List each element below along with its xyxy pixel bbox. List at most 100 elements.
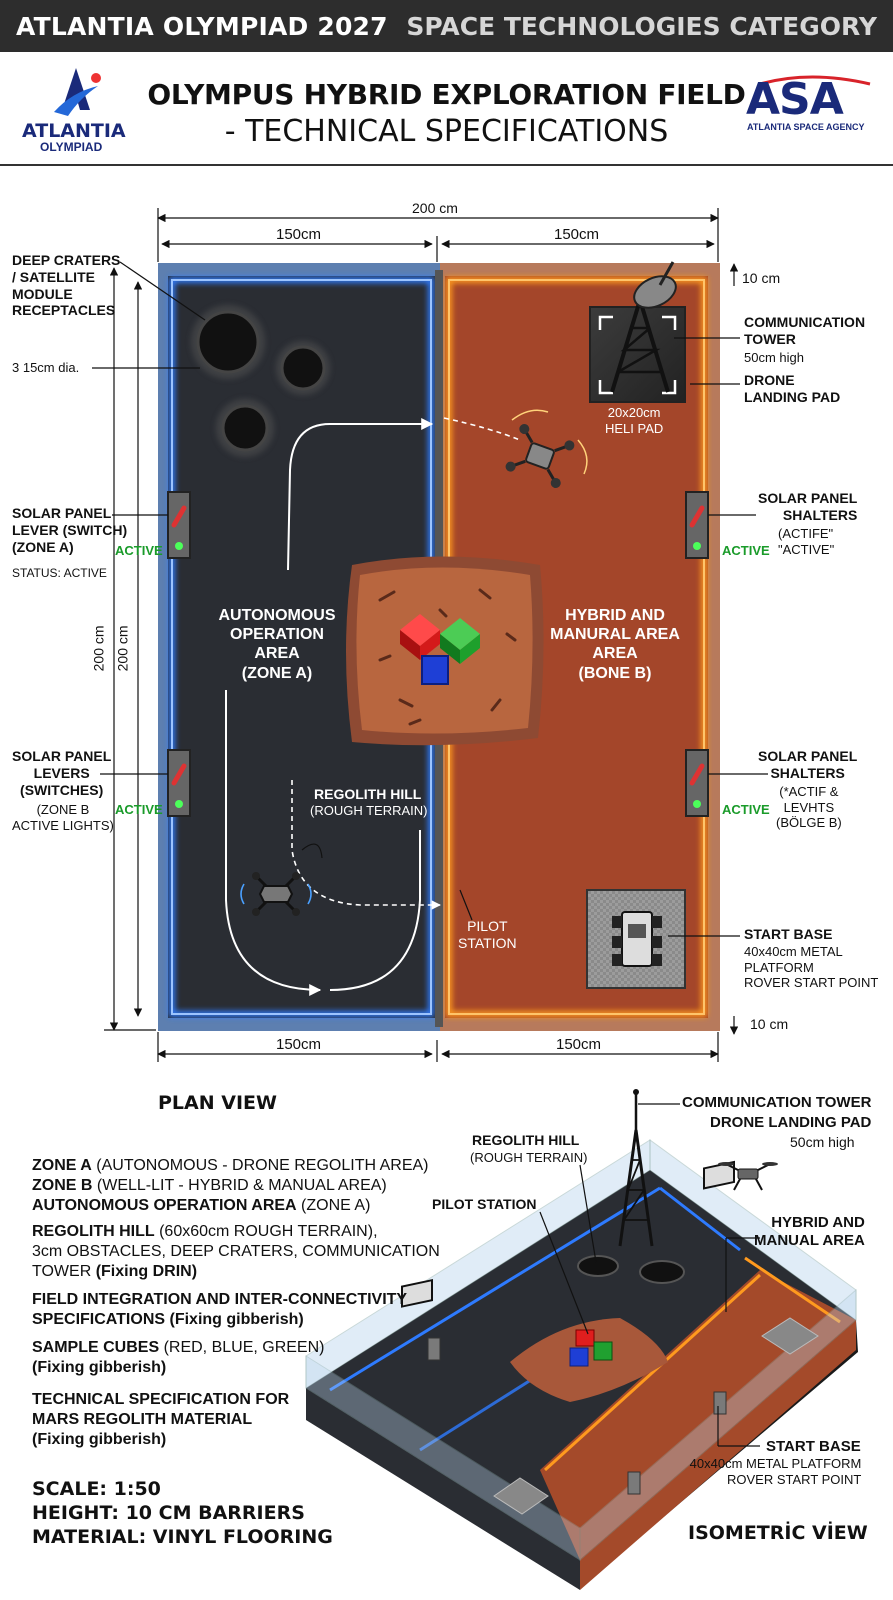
dim-total-width: 200 cm <box>412 200 458 216</box>
craters-diameter: 3 15cm dia. <box>12 360 80 375</box>
iso-regolith-sub: (ROUGH TERRAIN) <box>470 1150 588 1165</box>
atlantia-logo-name: ATLANTIA <box>22 120 126 142</box>
iso-comm-tower-label: COMMUNICATION TOWER <box>682 1094 872 1111</box>
solar-shalters-sub: (ACTIFE""ACTIVE" <box>778 526 835 557</box>
category-title: SPACE TECHNOLOGIES CATEGORY <box>406 12 877 41</box>
plan-view-label: PLAN VIEW <box>158 1092 277 1114</box>
height-label: HEIGHT: 10 CM BARRIERS <box>32 1502 305 1524</box>
drone-zone-b <box>505 423 575 489</box>
note-obstacles: 3cm OBSTACLES, DEEP CRATERS, COMMUNICATI… <box>32 1243 440 1260</box>
regolith-label: REGOLITH HILL <box>314 786 422 802</box>
asa-logo-sub: ATLANTIA SPACE AGENCY <box>747 122 865 132</box>
atlantia-logo <box>54 68 101 116</box>
regolith-sub: (ROUGH TERRAIN) <box>310 803 428 818</box>
header-panel <box>0 52 893 166</box>
heli-pad <box>589 306 686 403</box>
note-cubes: SAMPLE CUBES (RED, BLUE, GREEN) <box>32 1339 325 1356</box>
pilot-path <box>291 780 441 910</box>
note-autonomous: AUTONOMOUS OPERATION AREA (ZONE A) <box>32 1197 371 1214</box>
dim-half-right: 150cm <box>554 226 600 243</box>
crater-medium <box>276 341 330 395</box>
solar-lever-b-top <box>685 491 709 559</box>
note-regolith: REGOLITH HILL (60x60cm ROUGH TERRAIN), <box>32 1223 378 1240</box>
iso-regolith-label: REGOLITH HILL <box>472 1132 580 1148</box>
note-specifications: SPECIFICATIONS (Fixing gibberish) <box>32 1311 304 1328</box>
solar-shalters2-sub: (*ACTIF &LEVHTS(BÖLGE B) <box>776 784 842 831</box>
drone-path-return <box>329 830 421 991</box>
page-subtitle: - TECHNICAL SPECIFICATIONS <box>224 114 669 149</box>
active-badge-a-top: ACTIVE <box>115 543 163 558</box>
cube-red <box>400 614 440 660</box>
iso-pilot-station-label: PILOT STATION <box>432 1196 537 1212</box>
iso-start-base-label: START BASE <box>766 1438 861 1455</box>
iso-field <box>305 1089 858 1590</box>
solar-lever-a-bottom <box>167 749 191 817</box>
drone-path-zone-b <box>443 417 521 441</box>
solar-lever-b-bottom <box>685 749 709 817</box>
active-badge-b-bottom: ACTIVE <box>722 802 770 817</box>
center-divider-top <box>435 270 443 560</box>
note-integration: FIELD INTEGRATION AND INTER-CONNECTIVITY <box>32 1291 408 1308</box>
communication-tower <box>610 261 677 393</box>
drone-zone-a <box>240 872 312 916</box>
start-base-label: START BASE <box>744 926 833 942</box>
dim-height-outer: 200 cm <box>90 625 107 672</box>
page-title: OLYMPUS HYBRID EXPLORATION FIELD <box>147 78 746 111</box>
dim-bottom-left: 150cm <box>276 1036 322 1053</box>
active-badge-a-bottom: ACTIVE <box>115 802 163 817</box>
note-tower: TOWER (Fixing DRIN) <box>32 1263 198 1280</box>
rover <box>612 911 662 967</box>
cube-green <box>440 618 480 664</box>
dimension-lines <box>92 208 768 1062</box>
iso-view-label: ISOMETRİC VİEW <box>688 1522 868 1544</box>
note-zone-a: ZONE A (AUTONOMOUS - DRONE REGOLITH AREA… <box>32 1157 429 1174</box>
center-divider-bottom <box>435 735 443 1027</box>
asa-logo-name: ASA <box>746 74 844 125</box>
material-label: MATERIAL: VINYL FLOORING <box>32 1526 333 1548</box>
dim-wall-top: 10 cm <box>742 270 781 286</box>
comm-tower-height: 50cm high <box>744 350 804 365</box>
cube-blue <box>421 655 449 685</box>
solar-a-status: STATUS: ACTIVE <box>12 566 107 580</box>
crater-large <box>191 305 265 379</box>
scale-label: SCALE: 1:50 <box>32 1478 161 1500</box>
solar-lever-a-top <box>167 491 191 559</box>
dim-height-inner: 200 cm <box>114 625 131 672</box>
dim-half-left: 150cm <box>276 226 322 243</box>
drone-path-lower <box>225 690 322 996</box>
iso-drone-pad-label: DRONE LANDING PAD <box>710 1114 872 1131</box>
note-cubes-fix: (Fixing gibberish) <box>32 1359 167 1376</box>
note-mars-regolith: MARS REGOLITH MATERIAL <box>32 1411 253 1428</box>
dim-wall-bottom: 10 cm <box>750 1016 789 1032</box>
iso-leaders <box>539 1103 760 1447</box>
note-zone-b: ZONE B (WELL-LIT - HYBRID & MANUAL AREA) <box>32 1177 387 1194</box>
drone-path-upper <box>287 418 434 571</box>
asa-logo <box>759 75 871 86</box>
atlantia-logo-sub: OLYMPIAD <box>40 140 103 154</box>
note-tech-spec: TECHNICAL SPECIFICATION FOR <box>32 1391 290 1408</box>
crater-small <box>216 399 274 457</box>
iso-height-label: 50cm high <box>790 1134 855 1150</box>
drone-zone-b-waves <box>511 409 588 475</box>
dim-bottom-right: 150cm <box>556 1036 602 1053</box>
olympiad-title: ATLANTIA OLYMPIAD 2027 <box>16 12 388 41</box>
note-material-fix: (Fixing gibberish) <box>32 1431 167 1448</box>
active-badge-b-top: ACTIVE <box>722 543 770 558</box>
top-banner: ATLANTIA OLYMPIAD 2027 SPACE TECHNOLOGIE… <box>0 0 893 52</box>
